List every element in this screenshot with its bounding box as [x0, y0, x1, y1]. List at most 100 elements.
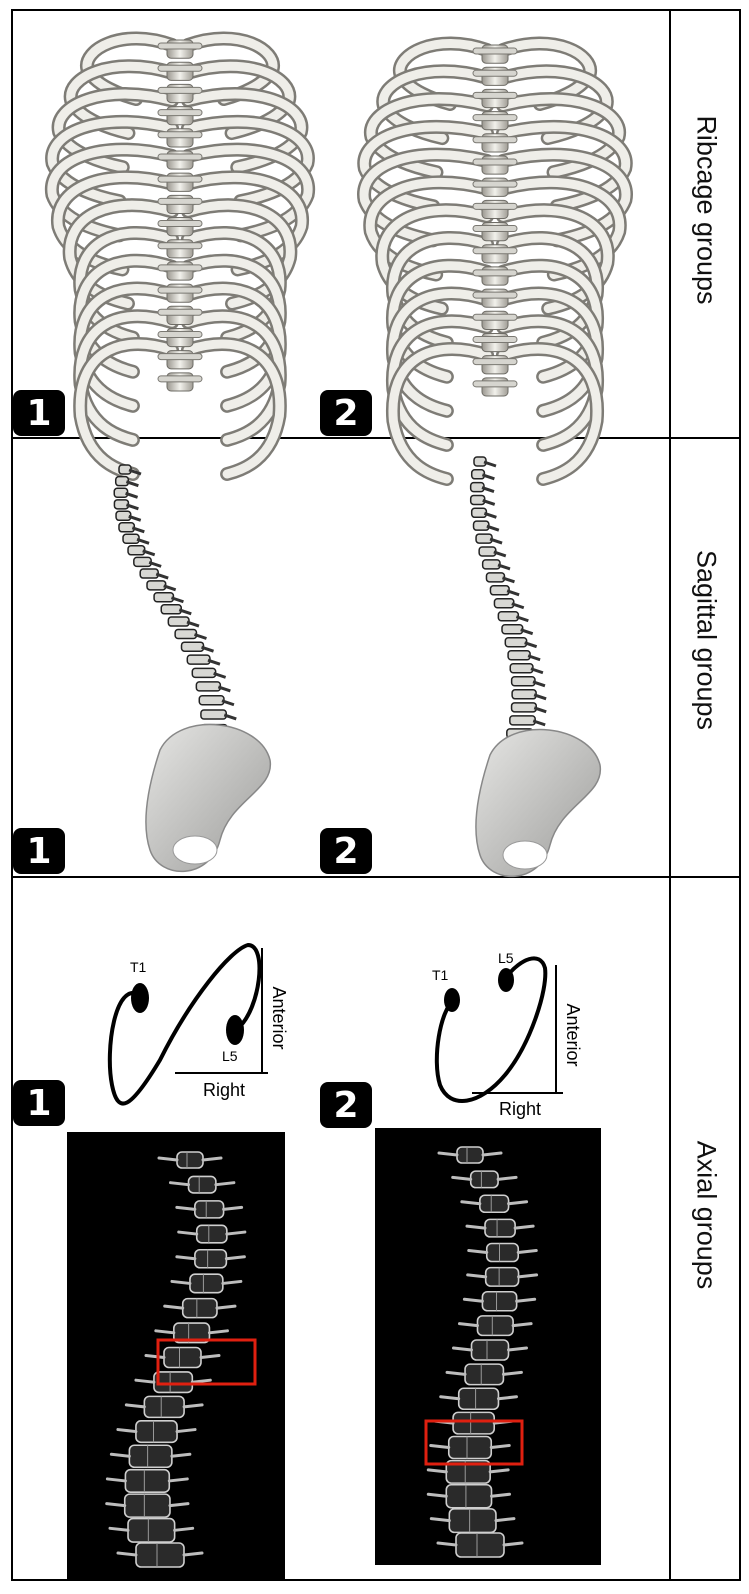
sagittal-spine-1-illustration: [114, 465, 270, 871]
transverse-process: [158, 354, 202, 360]
vertebra: [512, 677, 535, 686]
xray-transverse-right: [209, 1331, 227, 1333]
vertebra: [479, 547, 496, 556]
transverse-process: [158, 376, 202, 382]
vertebra: [476, 534, 492, 543]
vertebra: [512, 690, 536, 699]
xray-vertebra: [177, 1152, 203, 1168]
axial-badge-2: 2: [320, 1082, 372, 1128]
xray-transverse-left: [469, 1251, 487, 1253]
transverse-process: [158, 43, 202, 49]
xray-vertebra: [459, 1388, 499, 1409]
xray-vertebra: [154, 1372, 192, 1393]
transverse-process: [158, 132, 202, 138]
vertebra: [119, 523, 134, 532]
vertebra: [483, 560, 500, 569]
xray-transverse-left: [126, 1405, 144, 1407]
transverse-process: [473, 137, 517, 143]
transverse-process: [158, 287, 202, 293]
vertebra: [502, 625, 523, 634]
transverse-process: [158, 110, 202, 116]
ribcage-badge-1: 1: [13, 390, 65, 436]
xray-transverse-left: [107, 1479, 125, 1481]
axial-curve-path: [437, 958, 546, 1101]
xray-vertebra: [144, 1396, 184, 1417]
xray-vertebra: [472, 1340, 509, 1360]
xray-vertebra: [456, 1533, 504, 1557]
xray-vertebra: [486, 1268, 519, 1287]
xray-transverse-right: [515, 1226, 533, 1228]
xray-vertebra: [449, 1509, 496, 1533]
xray-transverse-right: [184, 1553, 202, 1555]
xray-transverse-right: [509, 1202, 527, 1204]
vertebra: [116, 477, 129, 486]
vertebra: [175, 630, 196, 639]
xray-transverse-left: [136, 1380, 154, 1382]
xray-transverse-right: [498, 1397, 516, 1399]
axial-curve-diagram-2: T1 L5 Right Anterior: [432, 950, 583, 1119]
xray-transverse-right: [490, 1470, 508, 1472]
xray-transverse-left: [441, 1397, 459, 1399]
transverse-process: [158, 65, 202, 71]
xray-transverse-left: [459, 1324, 477, 1326]
xray-vertebra: [449, 1437, 492, 1459]
sagittal-badge-2: 2: [320, 828, 372, 874]
xray-transverse-right: [519, 1275, 537, 1277]
right-axis-label: Right: [499, 1099, 541, 1119]
xray-vertebra: [164, 1348, 201, 1368]
xray-transverse-left: [107, 1504, 125, 1506]
ribcage-badge-2: 2: [320, 390, 372, 436]
xray-transverse-left: [454, 1348, 472, 1350]
vertebra: [128, 546, 145, 555]
xray-vertebra: [129, 1445, 172, 1467]
transverse-process: [158, 309, 202, 315]
transverse-process: [473, 248, 517, 254]
xray-transverse-left: [468, 1275, 486, 1277]
t1-label: T1: [432, 967, 449, 983]
xray-transverse-right: [498, 1177, 516, 1179]
vertebra: [471, 495, 485, 504]
obturator-foramen: [503, 841, 547, 869]
vertebra: [510, 716, 535, 725]
xray-vertebra: [125, 1494, 170, 1517]
xray-transverse-left: [464, 1299, 482, 1301]
xray-transverse-right: [203, 1158, 221, 1160]
transverse-process: [473, 181, 517, 187]
xray-transverse-right: [518, 1251, 536, 1253]
xray-vertebra: [446, 1485, 491, 1508]
transverse-process: [158, 87, 202, 93]
xray-transverse-right: [201, 1356, 219, 1358]
xray-transverse-right: [509, 1348, 527, 1350]
vertebra: [134, 557, 151, 566]
xray-transverse-left: [439, 1153, 457, 1155]
axial-curve-diagram-1: T1 L5 Right Anterior: [110, 945, 289, 1104]
row-label-sagittal-text: Sagittal groups: [691, 550, 722, 730]
xray-transverse-left: [172, 1281, 190, 1283]
transverse-process: [473, 92, 517, 98]
ribcage-2-illustration: [364, 43, 626, 479]
xray-transverse-left: [118, 1553, 136, 1555]
vertebra: [114, 488, 127, 497]
obturator-foramen: [173, 836, 217, 864]
vertebra: [140, 569, 158, 578]
transverse-process: [473, 159, 517, 165]
transverse-process: [473, 48, 517, 54]
xray-transverse-left: [110, 1528, 128, 1530]
xray-transverse-right: [177, 1430, 195, 1432]
xray-transverse-right: [226, 1257, 244, 1259]
transverse-process: [473, 270, 517, 276]
xray-transverse-right: [227, 1232, 245, 1234]
transverse-process: [473, 336, 517, 342]
vertebra: [498, 612, 518, 621]
xray-transverse-left: [453, 1177, 471, 1179]
xray-vertebra: [197, 1225, 227, 1243]
xray-transverse-right: [492, 1494, 510, 1496]
l5-label: L5: [222, 1048, 238, 1064]
vertebra: [114, 500, 128, 509]
xray-transverse-right: [504, 1543, 522, 1545]
vertebra: [486, 573, 504, 582]
transverse-process: [473, 70, 517, 76]
xray-transverse-right: [491, 1446, 509, 1448]
xray-transverse-right: [169, 1479, 187, 1481]
